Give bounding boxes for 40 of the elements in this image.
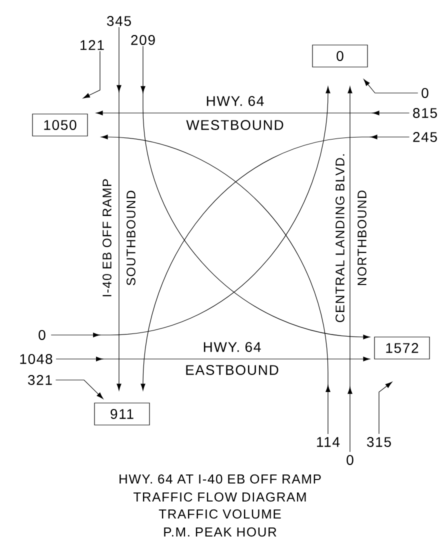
flow-arrow	[378, 382, 392, 434]
caption-text: TRAFFIC VOLUME	[158, 509, 281, 519]
road-label: HWY. 64	[204, 342, 261, 352]
volume-number: 315	[367, 437, 391, 447]
flow-arrow	[364, 79, 418, 94]
road-label: I-40 EB OFF RAMP	[102, 179, 112, 296]
volume-number: 1048	[20, 354, 52, 364]
caption-text: TRAFFIC FLOW DIAGRAM	[134, 492, 306, 502]
volume-number: 345	[107, 16, 131, 26]
direction-label: EASTBOUND	[186, 365, 278, 375]
direction-label: WESTBOUND	[186, 120, 284, 130]
volume-number: 0	[422, 88, 428, 98]
road-label: HWY. 64	[206, 96, 264, 106]
total-box: 1050	[32, 114, 88, 136]
total-box: 0	[312, 44, 368, 68]
flow-arrow	[56, 356, 370, 362]
total-box: 911	[94, 402, 150, 426]
total-box: 1572	[374, 336, 430, 360]
road-label: CENTRAL LANDING BLVD.	[336, 154, 344, 322]
volume-number: 114	[317, 437, 340, 447]
flow-arrow	[83, 50, 100, 98]
volume-number: 321	[28, 375, 52, 385]
volume-number: 209	[131, 35, 155, 45]
direction-label: SOUTHBOUND	[126, 190, 136, 286]
flow-arrow	[55, 380, 104, 399]
flow-arrow	[140, 46, 370, 340]
volume-number: 0	[346, 455, 354, 465]
volume-number: 121	[80, 40, 104, 50]
caption-text: HWY. 64 AT I-40 EB OFF RAMP	[120, 474, 321, 484]
flow-arrow	[140, 134, 410, 391]
caption-text: P.M. PEAK HOUR	[164, 527, 276, 537]
flow-arrow	[100, 134, 330, 434]
volume-number: 0	[38, 330, 46, 340]
flow-arrow	[50, 86, 330, 338]
volume-number: 245	[413, 132, 437, 142]
volume-number: 815	[413, 108, 437, 118]
flow-arrow	[116, 26, 122, 391]
flow-arrow	[96, 110, 410, 116]
direction-label: NORTHBOUND	[358, 190, 366, 286]
flow-arrow	[348, 86, 352, 452]
